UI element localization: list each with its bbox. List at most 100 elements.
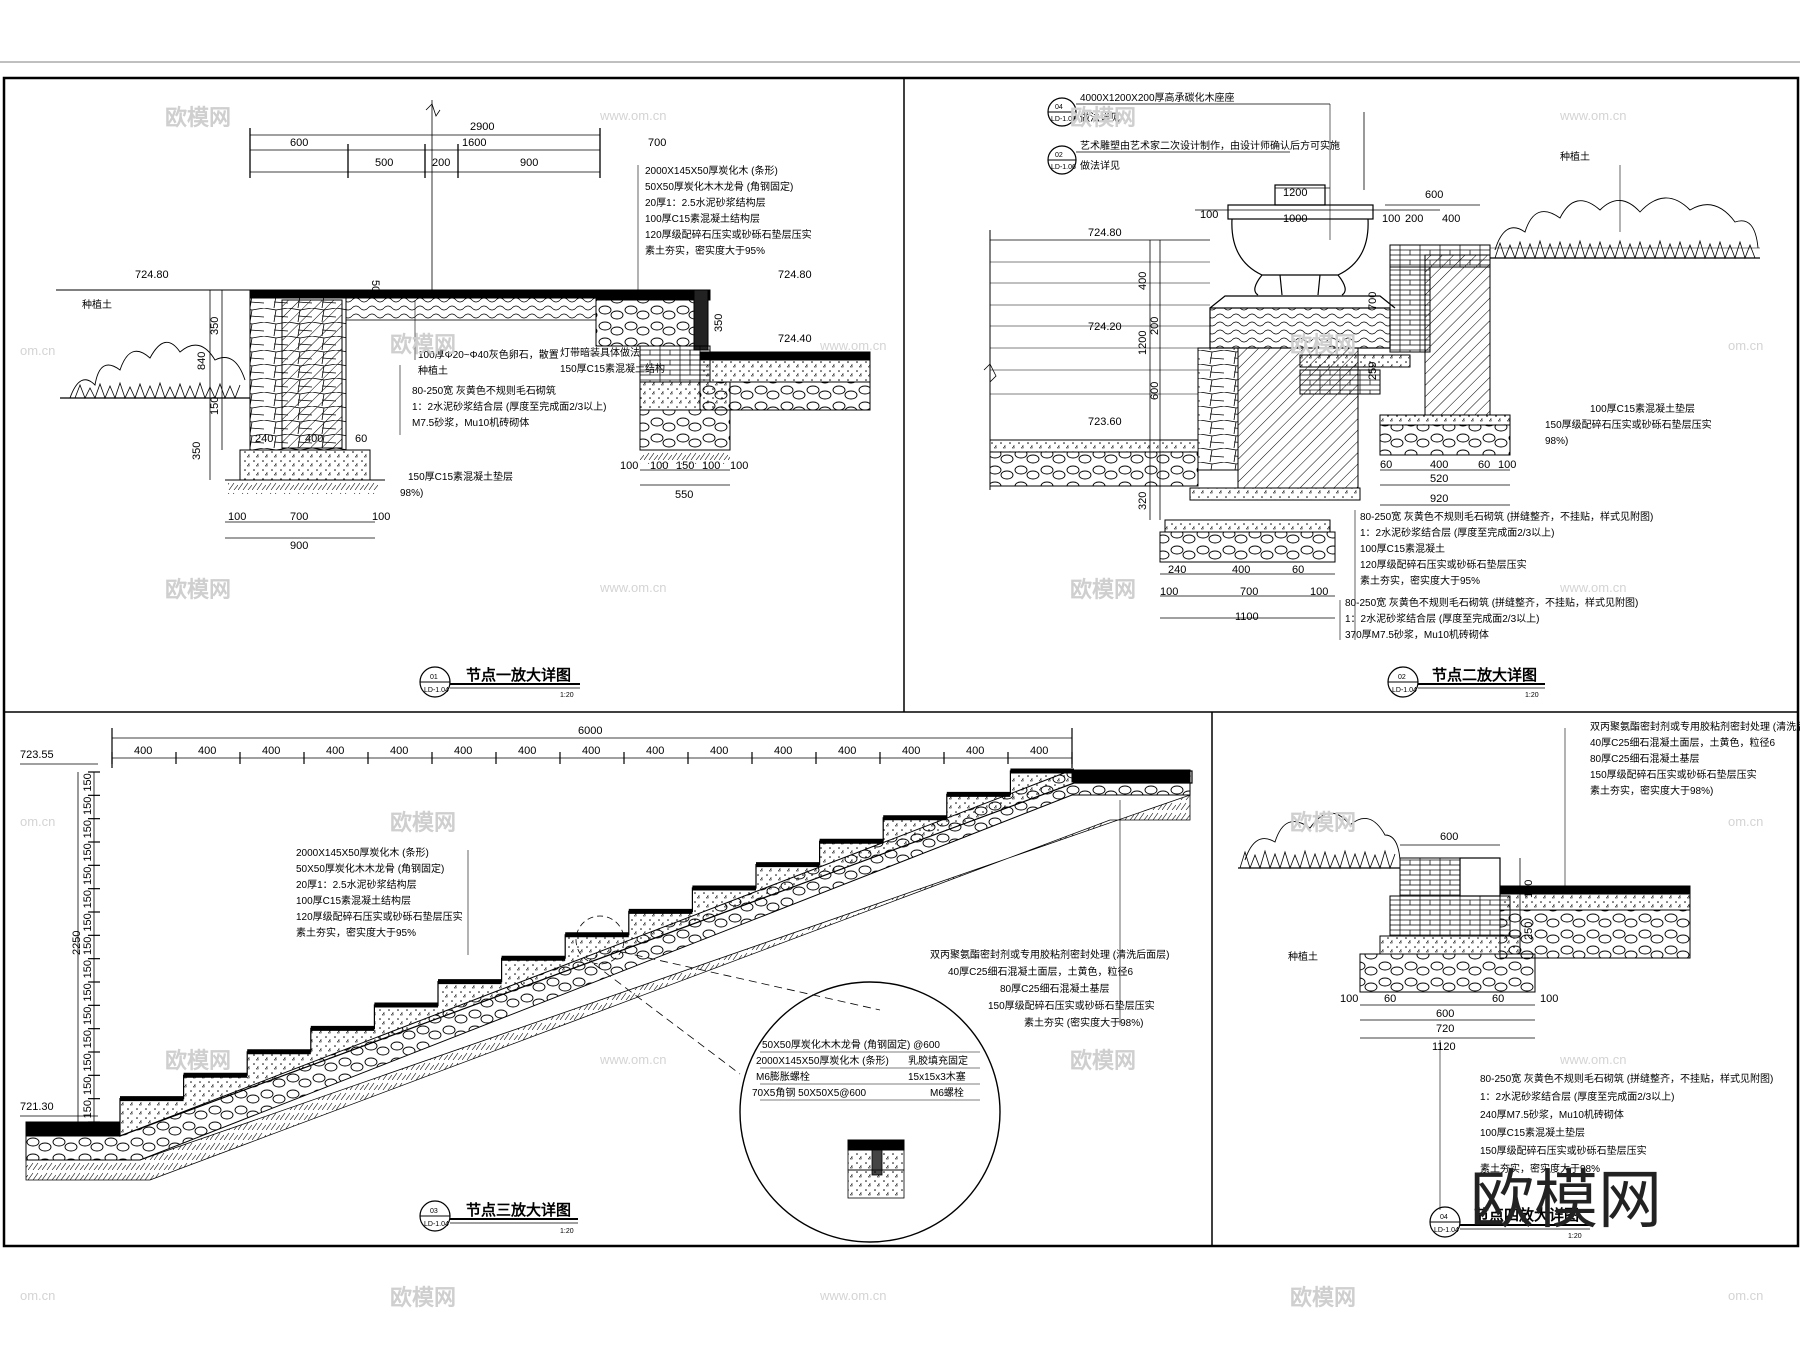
node2-ref2-text: 艺术雕塑由艺术家二次设计制作，由设计师确认后方可实施	[1080, 139, 1340, 152]
node1-low-2: M7.5砂浆，Mu10机砖砌体	[412, 416, 529, 429]
node4-t-4: 素土夯实，密实度大于98%)	[1590, 784, 1713, 797]
node1-dim-total: 2900	[470, 121, 494, 133]
node3-tread-label: 400	[902, 745, 920, 757]
node4-dim-t0: 600	[1440, 831, 1458, 843]
node4-t-1: 40厚C25细石混凝土面层，土黄色，粒径6	[1590, 736, 1775, 749]
watermark-6: 欧模网	[1070, 577, 1136, 602]
node3-title: 节点三放大详图	[466, 1201, 571, 1219]
node2-dim-r3: 100	[1498, 459, 1516, 471]
node4-b-0: 80-250宽 灰黄色不规则毛石砌筑 (拼缝整齐，不挂贴，样式见附图)	[1480, 1072, 1773, 1085]
brand-watermark: 欧模网	[1470, 1164, 1662, 1236]
node4-dim-b4: 100	[1540, 993, 1558, 1005]
node1-text: 2900 600 1600 700 500 200 900 724.80 724…	[82, 121, 812, 552]
node1-note-4: 120厚级配碎石压实或砂砾石垫层压实	[645, 228, 812, 241]
node3-dr-1: 15x15x3木塞	[908, 1070, 966, 1083]
node1-note-3: 100厚C15素混凝土结构层	[645, 212, 760, 225]
watermark-url-9: om.cn	[1728, 814, 1763, 829]
node3-tread-label: 400	[710, 745, 728, 757]
node2-plant-label: 种植土	[1560, 150, 1590, 163]
node1-mid2-1: 150厚C15素混凝土结构	[560, 362, 665, 375]
node1-dim-r7: 50	[369, 280, 381, 292]
node2-dim-m1: 259	[1367, 362, 1379, 380]
node1-elev-right2: 724.40	[778, 333, 812, 345]
node3-riser-label: 150	[82, 797, 94, 815]
node3-riser-label: 150	[82, 1007, 94, 1025]
node3-tread-label: 400	[966, 745, 984, 757]
node1-dim-r5: 550	[675, 489, 693, 501]
node1-scale: 1:20	[560, 692, 574, 699]
node1-dim-r0: 100	[620, 460, 638, 472]
node1-dim-l0: 840	[196, 352, 208, 370]
node3-tread-label: 400	[518, 745, 536, 757]
watermark-url-4: www.om.cn	[819, 338, 886, 353]
node3-r-3: 150厚级配碎石压实或砂砾石垫层压实	[988, 999, 1155, 1012]
node3-tread-label: 400	[134, 745, 152, 757]
node2-ref1-sheet: LD-1.06	[1051, 116, 1076, 123]
node1-dim-m2: 60	[355, 433, 367, 445]
node3-riser-label: 150	[82, 1053, 94, 1071]
watermark-url-13: www.om.cn	[819, 1288, 886, 1303]
node2-b-7: 370厚M7.5砂浆，Mu10机砖砌体	[1345, 628, 1489, 641]
node2-dim-l2: 200	[1149, 317, 1161, 335]
node4-b-1: 1：2水泥砂浆结合层 (厚度至完成面2/3以上)	[1480, 1090, 1674, 1103]
node2-dim-t2: 100	[1200, 209, 1218, 221]
node4-b-3: 100厚C15素混凝土垫层	[1480, 1126, 1585, 1139]
node1-detail	[56, 100, 871, 539]
node1-bottom-1: 98%)	[400, 488, 423, 499]
node3-note-4: 120厚级配碎石压实或砂砾石垫层压实	[296, 910, 463, 923]
node1-dim-b3: 900	[290, 540, 308, 552]
node4-dim-b6: 1120	[1432, 1041, 1456, 1053]
node1-low-1: 1：2水泥砂浆结合层 (厚度至完成面2/3以上)	[412, 400, 606, 413]
node1-dim-b2: 100	[372, 511, 390, 523]
node2-dim-t1: 1000	[1283, 213, 1307, 225]
node2-ref1-num: 04	[1055, 104, 1063, 111]
node2-sheet: LD-1.04	[1392, 687, 1417, 694]
node2-elev-1: 724.20	[1088, 321, 1122, 333]
watermark-url-3: om.cn	[20, 343, 55, 358]
node4-sheet: LD-1.04	[1434, 1227, 1459, 1234]
node3-note-3: 100厚C15素混凝土结构层	[296, 894, 411, 907]
node2-dim-m0: 700	[1367, 292, 1379, 310]
node4-text: 600 150 250 种植土 100 60 600 60 100 720 11…	[1288, 720, 1800, 1175]
watermark-9: 欧模网	[165, 1048, 231, 1073]
watermark-2: 欧模网	[1070, 105, 1136, 130]
node2-dim-b2: 60	[1292, 564, 1304, 576]
node3-riser-label: 150	[82, 890, 94, 908]
node3-tread-ticks	[111, 752, 1073, 764]
node4-num: 04	[1440, 1214, 1448, 1221]
node1-dim-e: 200	[432, 157, 450, 169]
node3-riser-label: 150	[82, 843, 94, 861]
node4-t-2: 80厚C25细石混凝土基层	[1590, 752, 1699, 765]
node3-r-2: 80厚C25细石混凝土基层	[1000, 982, 1109, 995]
node4-dim-b1: 60	[1384, 993, 1396, 1005]
watermark-10: 欧模网	[1070, 1048, 1136, 1073]
node1-dim-r2: 150	[676, 460, 694, 472]
node3-r-1: 40厚C25细石混凝土面层，土黄色，粒径6	[948, 965, 1133, 978]
node2-dim-l1: 1200	[1137, 331, 1149, 355]
node1-mid2-0: 灯带暗装具体做法	[560, 346, 640, 359]
node1-dim-m1: 400	[305, 433, 323, 445]
node2-dim-l3: 600	[1149, 382, 1161, 400]
node2-dim-b3: 100	[1160, 586, 1178, 598]
node2-title-block: 02 LD-1.04 节点二放大详图 1:20	[1387, 666, 1545, 699]
node2-title: 节点二放大详图	[1432, 666, 1537, 684]
watermark-url-8: om.cn	[20, 814, 55, 829]
node2-elev-2: 723.60	[1088, 416, 1122, 428]
node2-dim-r5: 920	[1430, 493, 1448, 505]
node3-dr-0: 乳胶填充固定	[908, 1054, 968, 1067]
node1-dim-r6: 350	[713, 314, 725, 332]
node3-height-total: 2250	[71, 931, 83, 955]
node2-r-2: 98%)	[1545, 436, 1568, 447]
node1-dim-l2: 150	[209, 397, 221, 415]
node4-dim-b3: 60	[1492, 993, 1504, 1005]
node1-dim-r1: 100	[650, 460, 668, 472]
node2-r-0: 100厚C15素混凝土垫层	[1590, 402, 1695, 415]
node1-low-0: 80-250宽 灰黄色不规则毛石砌筑	[412, 384, 556, 397]
node4-b-5: 素土夯实，密实度大于98%	[1480, 1162, 1600, 1175]
node4-detail	[1238, 728, 1691, 1210]
node3-d-2: M6膨胀螺栓	[756, 1070, 810, 1083]
node2-elev-0: 724.80	[1088, 227, 1122, 239]
node2-dim-t5: 600	[1425, 189, 1443, 201]
node3-dr-2: M6螺栓	[930, 1086, 964, 1099]
